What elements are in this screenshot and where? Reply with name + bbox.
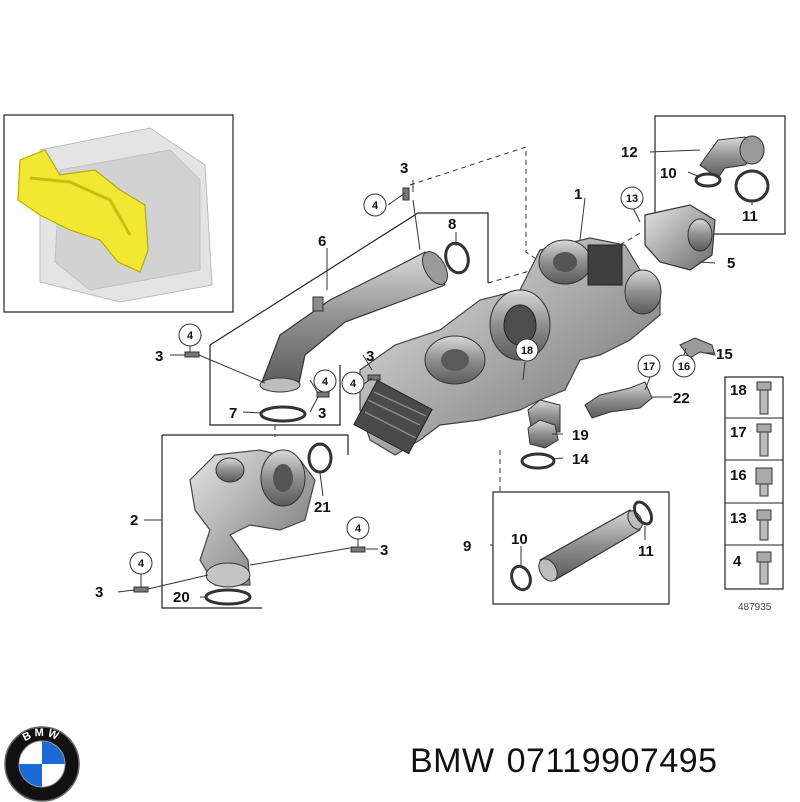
gasket-10a xyxy=(510,564,532,592)
studs-part-3 xyxy=(133,187,410,593)
callout-12: 12 xyxy=(621,144,638,161)
legend-num-18: 18 xyxy=(730,382,747,399)
fastener-legend xyxy=(724,376,784,590)
svg-text:4: 4 xyxy=(322,376,329,388)
circle-callout-4d: 4 xyxy=(341,371,365,395)
svg-text:17: 17 xyxy=(643,361,655,373)
pipe-part-9 xyxy=(538,509,643,582)
group-box-9 xyxy=(492,491,670,605)
callout-6: 6 xyxy=(318,233,326,250)
callout-21: 21 xyxy=(314,499,331,516)
callout-3a: 3 xyxy=(400,160,408,177)
engine-overview-inset xyxy=(3,114,234,313)
o-rings xyxy=(204,169,770,606)
svg-text:13: 13 xyxy=(626,193,638,205)
part-number: 07119907495 xyxy=(506,742,718,780)
callout-5: 5 xyxy=(727,255,735,272)
legend-num-17: 17 xyxy=(730,424,747,441)
leader-lines xyxy=(117,149,753,598)
callout-9: 9 xyxy=(463,538,471,555)
callout-3d: 3 xyxy=(366,348,374,365)
callout-20: 20 xyxy=(173,589,190,606)
callout-14: 14 xyxy=(572,451,589,468)
gasket-11a xyxy=(632,500,654,526)
svg-text:4: 4 xyxy=(138,558,145,570)
gasket-7 xyxy=(259,405,307,423)
flange-bolt-icon xyxy=(756,381,772,415)
callout-22: 22 xyxy=(673,390,690,407)
svg-text:18: 18 xyxy=(521,345,533,357)
callout-1: 1 xyxy=(574,186,582,203)
circle-callout-16: 16 xyxy=(672,354,696,378)
callout-10b: 10 xyxy=(660,165,677,182)
callout-10a: 10 xyxy=(511,531,528,548)
gasket-14 xyxy=(520,452,556,470)
callout-3f: 3 xyxy=(95,584,103,601)
highlighted-turbo-part xyxy=(17,149,149,273)
callout-8: 8 xyxy=(448,216,456,233)
circle-callout-4c: 4 xyxy=(313,369,337,393)
part-caption: BMW 07119907495 xyxy=(410,742,730,781)
diagram-ref-number: 487935 xyxy=(738,602,772,613)
svg-text:16: 16 xyxy=(678,361,690,373)
brand-name: BMW xyxy=(410,742,495,780)
gasket-10b xyxy=(694,172,722,188)
group-box-2 xyxy=(161,434,349,609)
socket-screw-icon xyxy=(756,551,772,585)
callout-3b: 3 xyxy=(155,348,163,365)
circle-callout-13: 13 xyxy=(620,186,644,210)
callout-11b: 11 xyxy=(742,208,758,225)
socket-screw-icon xyxy=(756,509,772,541)
actuator-grid xyxy=(353,379,433,455)
callout-2: 2 xyxy=(130,512,138,529)
svg-text:4: 4 xyxy=(355,523,362,535)
circle-callout-17: 17 xyxy=(637,354,661,378)
gasket-11b xyxy=(734,169,770,203)
callout-labels: 1 2 3 3 3 3 3 3 5 6 7 8 9 10 10 11 11 12… xyxy=(95,144,758,606)
callout-19: 19 xyxy=(572,427,589,444)
callout-7: 7 xyxy=(229,405,237,422)
turbocharger-assembly xyxy=(353,237,662,456)
housing-part-5 xyxy=(644,204,716,271)
callout-15: 15 xyxy=(716,346,733,363)
elbow-part-12 xyxy=(699,135,765,179)
bmw-logo: BMW xyxy=(4,726,80,802)
legend-num-4: 4 xyxy=(733,553,742,570)
circled-callouts: 4 4 4 4 4 4 13 16 17 18 xyxy=(129,186,696,575)
group-box-12 xyxy=(654,115,786,235)
circle-callout-4a: 4 xyxy=(363,193,387,217)
gasket-21 xyxy=(307,442,333,474)
callout-3e: 3 xyxy=(380,542,388,559)
svg-text:BMW: BMW xyxy=(21,727,63,744)
charge-air-pipe xyxy=(259,251,448,393)
circle-callout-4b: 4 xyxy=(178,323,202,347)
legend-numbers: 18 17 16 13 4 xyxy=(730,382,747,570)
legend-num-13: 13 xyxy=(730,510,747,527)
svg-text:4: 4 xyxy=(372,200,379,212)
circle-callout-4f: 4 xyxy=(129,551,153,575)
callout-3c: 3 xyxy=(318,405,326,422)
svg-text:4: 4 xyxy=(187,330,194,342)
legend-num-16: 16 xyxy=(730,467,747,484)
svg-text:4: 4 xyxy=(350,378,357,390)
circle-callout-4e: 4 xyxy=(346,516,370,540)
nut-part-19 xyxy=(527,419,559,449)
turbocharger-part-2 xyxy=(189,449,316,588)
gasket-8 xyxy=(444,241,470,275)
circle-callout-18: 18 xyxy=(515,338,539,362)
callout-11a: 11 xyxy=(638,543,654,560)
flange-bolt-icon xyxy=(756,423,772,457)
hex-nut-icon xyxy=(755,467,773,497)
gasket-20 xyxy=(204,588,252,606)
bracket-part-22 xyxy=(584,381,653,419)
